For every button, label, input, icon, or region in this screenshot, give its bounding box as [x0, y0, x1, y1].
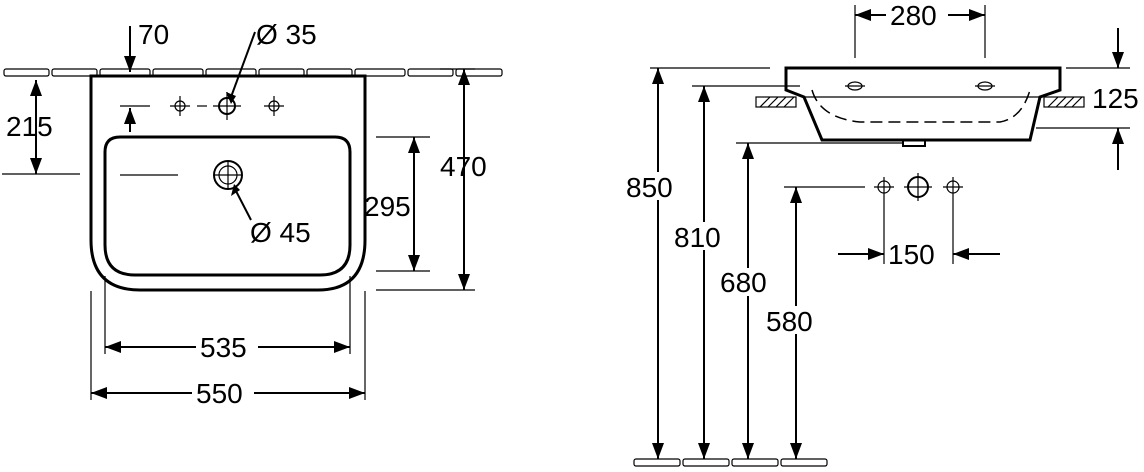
supply-connection-left: [874, 177, 894, 197]
dim-total-width: 550: [196, 378, 243, 409]
wall-section-left: [755, 96, 797, 108]
dim-waste-height: 680: [720, 267, 767, 298]
dim-tap-hole-diameter: Ø 35: [256, 19, 317, 50]
front-tap-hole-left: [170, 96, 190, 116]
dim-bowl-depth: 295: [364, 191, 411, 222]
dim-tap-spacing: 150: [888, 239, 935, 270]
dim-rim-height: 850: [626, 172, 673, 203]
dim-total-depth: 470: [440, 151, 487, 182]
svg-text:535: 535: [200, 332, 247, 363]
supply-connection-right: [943, 177, 963, 197]
side-tap-hole-right: [975, 81, 995, 91]
side-tap-hole-left: [845, 81, 865, 91]
dim-tap-spacing-top: 280: [890, 0, 937, 31]
floor-tiles: [633, 458, 828, 467]
dim-supply-height: 580: [766, 306, 813, 337]
basin-side-profile: [784, 66, 1062, 142]
wall-section-right: [1043, 96, 1085, 108]
dim-basin-height: 125: [1092, 83, 1139, 114]
supply-connection-center: [904, 173, 932, 201]
dim-tap-offset: 70: [138, 19, 169, 50]
front-tap-hole-right: [264, 96, 284, 116]
front-view: 70 Ø 35 215 295 470 Ø 45: [2, 19, 503, 409]
dim-tap-depth: 215: [6, 111, 53, 142]
side-view: 280 125 850 810 680: [624, 0, 1139, 467]
basin-bowl-outline: [103, 135, 352, 277]
front-waste-hole: [213, 160, 243, 190]
dim-waste-hole-diameter: Ø 45: [250, 217, 311, 248]
basin-outer-outline: [89, 74, 367, 292]
dim-underside-height: 810: [674, 222, 721, 253]
front-tap-hole-center: [213, 92, 241, 120]
